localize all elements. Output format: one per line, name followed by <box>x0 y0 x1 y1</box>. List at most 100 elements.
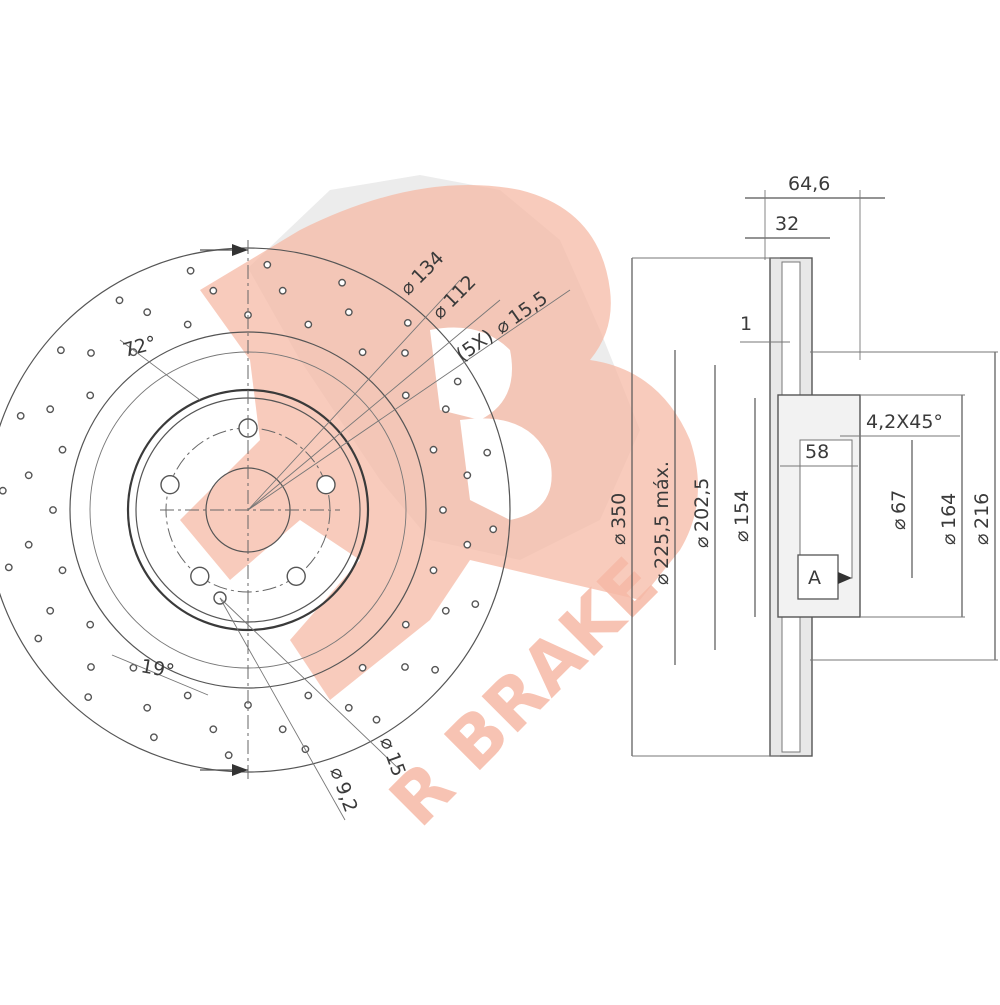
drill-hole <box>304 320 313 329</box>
drill-hole <box>209 286 218 295</box>
drill-hole <box>463 540 472 549</box>
datum-box <box>797 554 839 600</box>
bolt-hole <box>160 475 180 495</box>
drill-hole <box>86 391 95 400</box>
bolt-hole <box>286 566 306 586</box>
drill-hole <box>84 693 93 701</box>
d350-value: 350 <box>608 493 630 529</box>
label-d216: ⌀ 216 <box>971 493 993 545</box>
label-d350: ⌀ 350 <box>608 493 630 545</box>
drill-hole <box>86 620 95 629</box>
section-view: 64,6 32 A 1 4,2X45° 58 ⌀ <box>608 173 998 757</box>
bolt-hole <box>316 475 336 495</box>
drill-hole <box>183 320 192 329</box>
drill-hole <box>46 606 55 615</box>
drill-hole <box>224 751 233 760</box>
drill-hole <box>372 715 381 724</box>
drill-hole <box>344 703 353 712</box>
drill-hole <box>16 411 25 420</box>
d2255-value: 225,5 máx. <box>651 461 673 569</box>
drill-hole <box>129 663 138 672</box>
drill-hole <box>431 665 439 674</box>
diameter-symbol: ⌀ <box>731 531 753 542</box>
diameter-symbol: ⌀ <box>691 537 713 548</box>
drill-hole <box>57 346 65 355</box>
diameter-symbol: ⌀ <box>325 764 350 782</box>
drill-hole <box>429 566 438 575</box>
drill-hole <box>401 391 410 400</box>
drill-hole <box>453 377 462 386</box>
leader-d134 <box>247 279 461 511</box>
leader-d155 <box>247 289 571 511</box>
depth-58-label: 58 <box>805 441 829 463</box>
width-total-label: 64,6 <box>788 173 830 195</box>
label-d92: ⌀ 9,2 <box>325 764 361 815</box>
label-d67: ⌀ 67 <box>888 490 910 530</box>
leader-72 <box>119 339 201 401</box>
drill-hole <box>304 691 313 700</box>
drill-hole <box>429 445 438 454</box>
diameter-symbol: ⌀ <box>651 574 673 585</box>
leader-19 <box>111 654 209 696</box>
chamfer-label: 4,2X45° <box>866 411 943 433</box>
label-d2255: ⌀ 225,5 máx. <box>651 461 673 585</box>
drill-hole <box>463 471 472 480</box>
drill-hole <box>183 691 192 700</box>
drill-hole-pattern <box>0 260 498 760</box>
d67-value: 67 <box>888 490 910 514</box>
label-d15: ⌀ 15 <box>375 734 409 779</box>
offset-1-label: 1 <box>740 313 752 335</box>
d164-value: 164 <box>938 493 960 529</box>
drill-hole <box>401 663 409 671</box>
d92-value: 9,2 <box>331 779 362 815</box>
d2025-value: 202,5 <box>691 478 713 532</box>
drill-hole <box>401 620 410 629</box>
arrow-head-icon <box>232 244 248 256</box>
leader-d15 <box>219 597 401 771</box>
drill-hole <box>263 260 272 269</box>
diameter-symbol: ⌀ <box>608 534 630 545</box>
drill-hole <box>344 308 353 317</box>
drill-hole <box>24 471 33 480</box>
label-d2025: ⌀ 202,5 <box>691 478 713 548</box>
drill-hole <box>439 506 447 514</box>
drill-hole <box>34 634 43 643</box>
angle-72-label: 72° <box>121 332 159 362</box>
arrow-head-icon <box>232 764 248 776</box>
drill-hole <box>441 405 450 414</box>
drill-hole <box>143 703 152 712</box>
angle-19-label: 19° <box>139 655 176 683</box>
drill-hole <box>24 540 33 549</box>
datum-arrow-icon <box>838 572 852 584</box>
leader-d112 <box>247 299 501 511</box>
drill-hole <box>58 566 67 575</box>
drill-hole <box>278 286 287 295</box>
drill-hole <box>358 663 367 672</box>
label-d154: ⌀ 154 <box>731 490 753 542</box>
drill-hole <box>46 405 55 414</box>
d216-value: 216 <box>971 493 993 529</box>
datum-label: A <box>808 567 821 589</box>
friction-ring-inner <box>69 331 427 689</box>
diameter-symbol: ⌀ <box>971 534 993 545</box>
drill-hole <box>209 725 218 734</box>
drill-hole <box>87 663 95 671</box>
drill-hole <box>403 318 412 327</box>
label-d164: ⌀ 164 <box>938 493 960 545</box>
bolt-hole <box>190 566 210 586</box>
drill-hole <box>58 445 67 454</box>
drill-hole <box>471 600 480 608</box>
front-view: 72° 19° ⌀ 134 ⌀ 112 (5X) ⌀ 15,5 ⌀ 15 ⌀ 9… <box>0 240 571 821</box>
drill-hole <box>278 725 287 734</box>
width-disc-label: 32 <box>775 213 799 235</box>
drill-hole <box>115 296 124 305</box>
d154-value: 154 <box>731 490 753 526</box>
diameter-symbol: ⌀ <box>888 519 910 530</box>
drill-hole <box>441 606 450 615</box>
logo-r-shape <box>180 185 698 700</box>
drill-hole <box>49 506 57 514</box>
diameter-symbol: ⌀ <box>938 534 960 545</box>
drill-hole <box>0 486 7 495</box>
drill-hole <box>4 563 13 572</box>
